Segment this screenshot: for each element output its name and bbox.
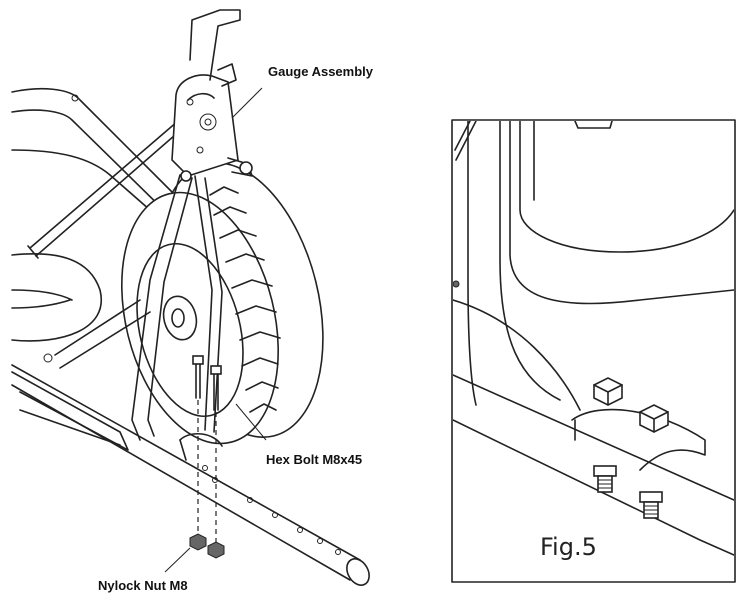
wheel-tread [209, 186, 281, 413]
leader-gauge-assembly [231, 87, 263, 119]
nylock-nuts [189, 533, 225, 559]
hex-bolt-label: Hex Bolt M8x45 [266, 452, 363, 467]
detail-frame [451, 119, 736, 583]
detail-panel [451, 119, 736, 583]
figure-label: Fig.5 [540, 533, 597, 561]
leader-hex-bolt [235, 403, 267, 441]
leader-nylock-nut [164, 547, 191, 573]
main-assembly-drawing [11, 9, 370, 586]
gauge-bracket [171, 9, 253, 177]
wheel [121, 162, 324, 445]
main-beam [11, 299, 370, 586]
gauge-assembly-label: Gauge Assembly [268, 64, 374, 79]
hex-bolts [192, 355, 222, 548]
frame-loop [11, 87, 191, 342]
fork-legs [131, 170, 223, 441]
nylock-nut-label: Nylock Nut M8 [98, 578, 188, 593]
